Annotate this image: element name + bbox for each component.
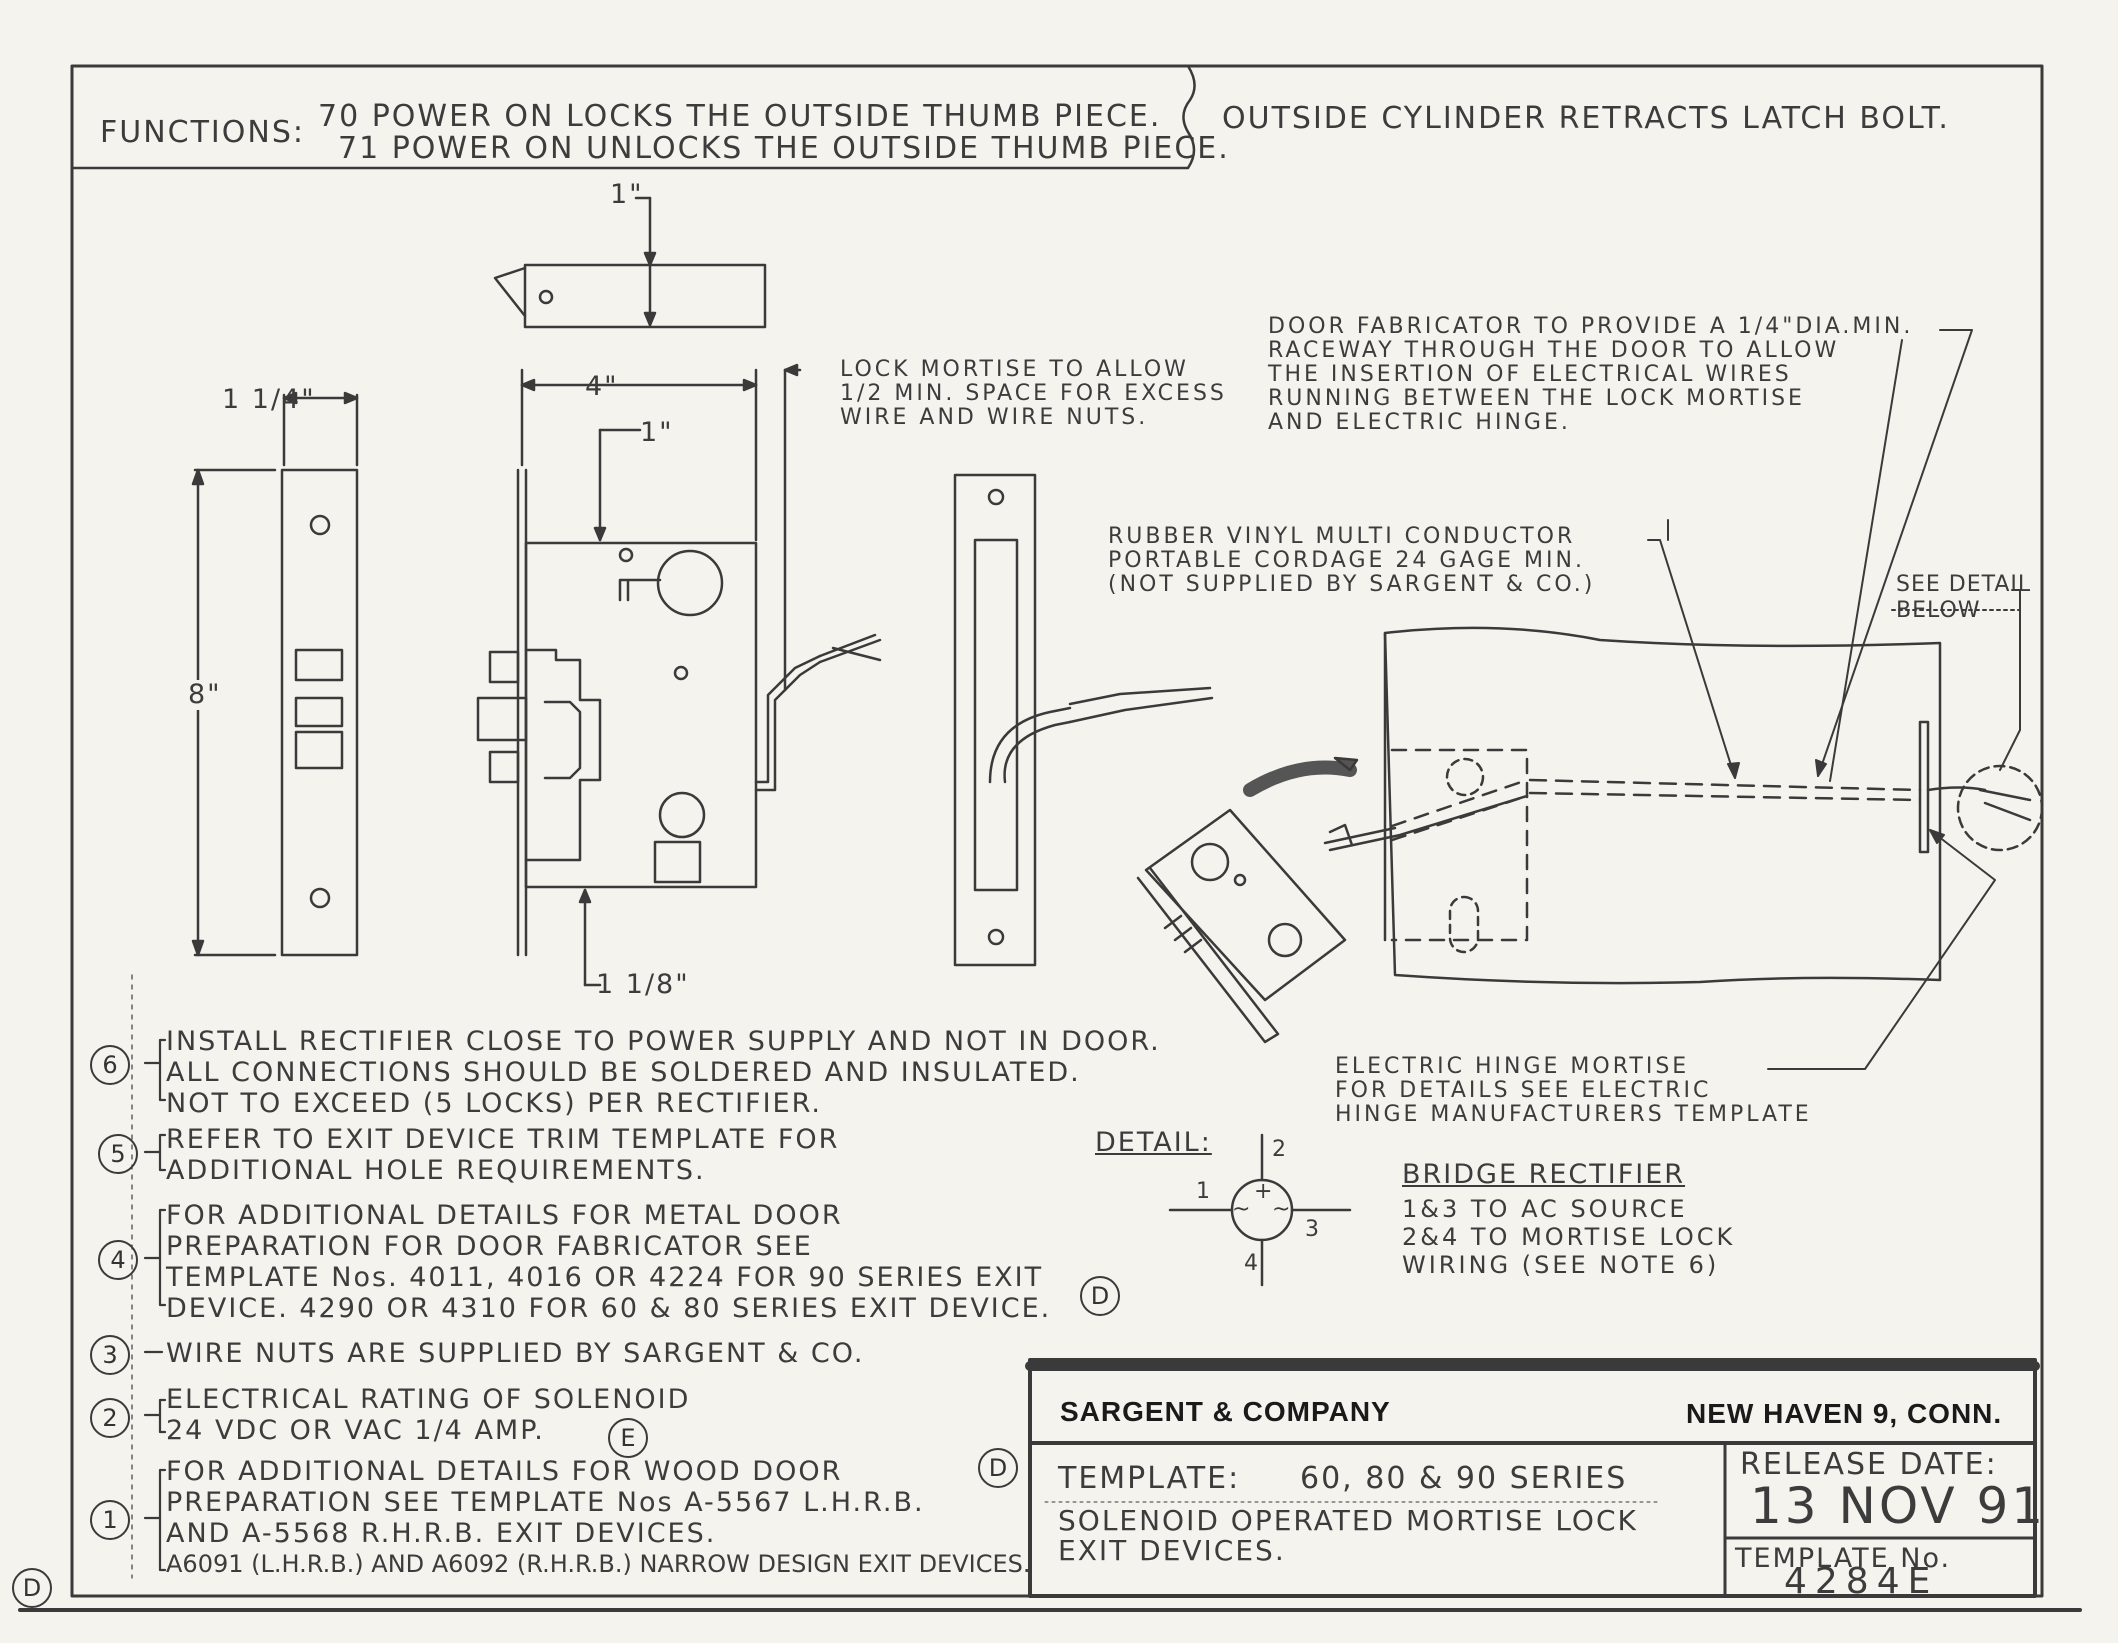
note-brackets bbox=[131, 974, 167, 1579]
note-2-marker: 2 bbox=[90, 1398, 130, 1438]
rectifier-pin-3: 3 bbox=[1305, 1217, 1322, 1242]
revision-d-note-4: D bbox=[1080, 1276, 1120, 1316]
note-4: FOR ADDITIONAL DETAILS FOR METAL DOOR PR… bbox=[166, 1200, 1052, 1324]
template-description: SOLENOID OPERATED MORTISE LOCK EXIT DEVI… bbox=[1058, 1504, 1638, 1567]
bridge-rectifier-lines: 1&3 TO AC SOURCE 2&4 TO MORTISE LOCK WIR… bbox=[1402, 1195, 1736, 1279]
rectifier-ac-right: ~ bbox=[1272, 1197, 1294, 1222]
electric-hinge-note: ELECTRIC HINGE MORTISE FOR DETAILS SEE E… bbox=[1335, 1054, 1812, 1127]
rectifier-plus: + bbox=[1254, 1179, 1276, 1204]
note-2: ELECTRICAL RATING OF SOLENOID 24 VDC OR … bbox=[166, 1384, 691, 1446]
rectifier-pin-4: 4 bbox=[1244, 1251, 1261, 1276]
note-1-marker: 1 bbox=[90, 1500, 130, 1540]
dim-latch-1in: 1" bbox=[610, 179, 644, 210]
note-6-marker: 6 bbox=[90, 1045, 130, 1085]
rectifier-symbol bbox=[1168, 1133, 1352, 1287]
dim-case-4in: 4" bbox=[585, 371, 619, 402]
dim-face-8in: 8" bbox=[188, 679, 222, 711]
door-perspective bbox=[1243, 626, 2044, 985]
company-name: SARGENT & COMPANY bbox=[1060, 1396, 1391, 1427]
lock-mortise-note: LOCK MORTISE TO ALLOW 1/2 MIN. SPACE FOR… bbox=[840, 357, 1227, 430]
detail-label: DETAIL: bbox=[1095, 1127, 1212, 1158]
functions-box bbox=[70, 64, 1196, 170]
cordage-note: RUBBER VINYL MULTI CONDUCTOR PORTABLE CO… bbox=[1108, 524, 1596, 597]
rectifier-pin-1: 1 bbox=[1196, 1179, 1213, 1204]
note-1: FOR ADDITIONAL DETAILS FOR WOOD DOOR PRE… bbox=[166, 1456, 1031, 1578]
rectifier-pin-2: 2 bbox=[1272, 1137, 1289, 1162]
see-detail-note: SEE DETAIL BELOW bbox=[1896, 572, 2032, 623]
dim-face-width: 1 1/4" bbox=[222, 384, 316, 415]
release-date-label: RELEASE DATE: bbox=[1740, 1447, 1998, 1482]
dim-backset-1in: 1" bbox=[640, 417, 674, 448]
dim-bottom-1-1-8: 1 1/8" bbox=[596, 969, 690, 1000]
latch-top-view bbox=[493, 196, 767, 329]
template-label: TEMPLATE: bbox=[1058, 1461, 1241, 1496]
revision-d-note-1: D bbox=[978, 1448, 1018, 1488]
revision-d-corner: D bbox=[12, 1568, 52, 1608]
note-5: REFER TO EXIT DEVICE TRIM TEMPLATE FOR A… bbox=[166, 1124, 840, 1186]
function-70: 70 POWER ON LOCKS THE OUTSIDE THUMB PIEC… bbox=[318, 99, 1162, 134]
bridge-rectifier-title: BRIDGE RECTIFIER bbox=[1402, 1159, 1686, 1190]
functions-label: FUNCTIONS: bbox=[100, 115, 305, 150]
template-series: 60, 80 & 90 SERIES bbox=[1300, 1461, 1628, 1496]
lock-insert-view bbox=[1136, 794, 1529, 1044]
function-71: 71 POWER ON UNLOCKS THE OUTSIDE THUMB PI… bbox=[338, 131, 1230, 166]
revision-e-marker: E bbox=[608, 1418, 648, 1458]
note-6: INSTALL RECTIFIER CLOSE TO POWER SUPPLY … bbox=[166, 1026, 1161, 1119]
title-block-frame bbox=[1025, 1358, 2040, 1598]
lock-body-side-view bbox=[476, 363, 882, 987]
template-no-value: 4284E bbox=[1784, 1561, 1939, 1602]
edge-view bbox=[953, 473, 1214, 967]
note-4-marker: 4 bbox=[98, 1240, 138, 1280]
rectifier-ac-left: ~ bbox=[1232, 1197, 1254, 1222]
door-fabricator-note: DOOR FABRICATOR TO PROVIDE A 1/4"DIA.MIN… bbox=[1268, 314, 1914, 435]
note-3: WIRE NUTS ARE SUPPLIED BY SARGENT & CO. bbox=[166, 1338, 865, 1369]
company-city: NEW HAVEN 9, CONN. bbox=[1686, 1398, 2003, 1429]
note-5-marker: 5 bbox=[98, 1134, 138, 1174]
note-3-marker: 3 bbox=[90, 1335, 130, 1375]
callout-leaders bbox=[1647, 329, 2021, 1070]
outside-cylinder-note: OUTSIDE CYLINDER RETRACTS LATCH BOLT. bbox=[1222, 101, 1950, 136]
faceplate-front-view bbox=[191, 391, 359, 957]
release-date-value: 13 NOV 91 bbox=[1750, 1477, 2047, 1535]
template-no-label: TEMPLATE No. bbox=[1735, 1543, 1952, 1574]
